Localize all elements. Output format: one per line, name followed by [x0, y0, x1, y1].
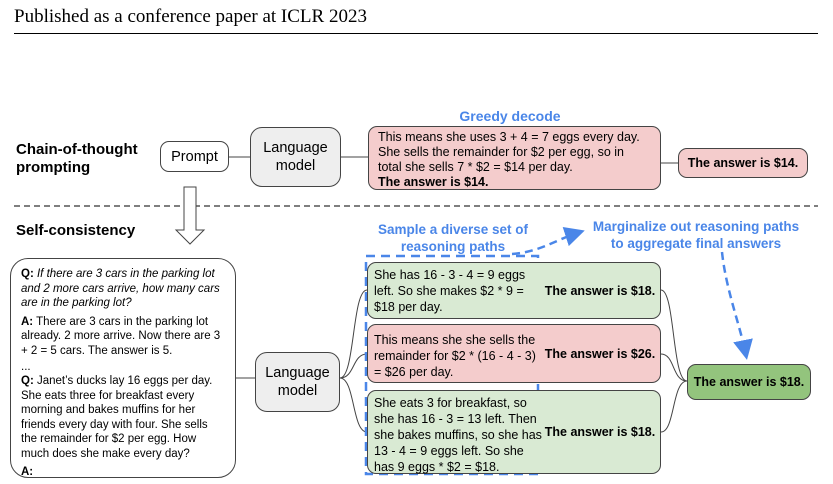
connector-path3-final: [660, 380, 688, 433]
cot-language-model-box: Language model: [250, 127, 341, 187]
connector-lm-path3: [339, 377, 368, 433]
greedy-decode-label: Greedy decode: [459, 108, 561, 124]
sc-language-model-box: Language model: [255, 352, 340, 412]
reasoning-path-1: She has 16 - 3 - 4 = 9 eggs left. So she…: [367, 262, 661, 319]
qa-ellipsis: ...: [21, 361, 31, 373]
connector-path2-final: [660, 353, 688, 382]
reasoning-path-3: She eats 3 for breakfast, so she has 16 …: [367, 390, 661, 474]
qa-answer-1: A: There are 3 cars in the parking lot a…: [21, 315, 221, 357]
reasoning-path-2: This means she she sells the remainder f…: [367, 324, 661, 383]
greedy-reasoning-box: This means she uses 3 + 4 = 7 eggs every…: [368, 126, 661, 190]
path-1-reasoning: She has 16 - 3 - 4 = 9 eggs left. So she…: [374, 268, 526, 314]
qa-question-1: Q: If there are 3 cars in the parking lo…: [21, 268, 220, 309]
few-shot-prompt-box: Q: If there are 3 cars in the parking lo…: [10, 258, 236, 478]
greedy-reasoning-text: This means she uses 3 + 4 = 7 eggs every…: [378, 130, 640, 174]
qa-question-2: Q: Janet’s ducks lay 16 eggs per day. Sh…: [21, 375, 213, 460]
header-rule: [14, 33, 818, 34]
hollow-down-arrow-icon: [174, 186, 206, 245]
sc-final-answer-box: The answer is $18.: [687, 364, 811, 400]
cot-final-answer-box: The answer is $14.: [678, 148, 808, 178]
marginalize-label: Marginalize out reasoning paths to aggre…: [592, 219, 800, 251]
path-2-answer: The answer is $26.: [544, 346, 656, 361]
path-1-answer: The answer is $18.: [544, 283, 656, 298]
connector-lm-path1: [339, 289, 368, 379]
qa-answer-2: A:: [21, 466, 34, 478]
path-3-reasoning: She eats 3 for breakfast, so she has 16 …: [374, 396, 542, 474]
sample-paths-label: Sample a diverse set of reasoning paths: [377, 222, 529, 254]
path-3-answer: The answer is $18.: [544, 425, 656, 439]
path-2-reasoning: This means she she sells the remainder f…: [374, 333, 536, 379]
connector-path1-final: [660, 289, 688, 382]
greedy-answer-text: The answer is $14.: [378, 175, 489, 189]
page-header: Published as a conference paper at ICLR …: [14, 6, 367, 27]
connector-lm-path2: [339, 353, 368, 379]
sc-section-label: Self-consistency: [16, 222, 136, 239]
marginalize-arrow-icon: [511, 227, 585, 256]
cot-section-label: Chain-of-thought prompting: [16, 141, 138, 176]
prompt-box: Prompt: [160, 141, 229, 172]
aggregate-arrow-icon: [720, 251, 753, 360]
